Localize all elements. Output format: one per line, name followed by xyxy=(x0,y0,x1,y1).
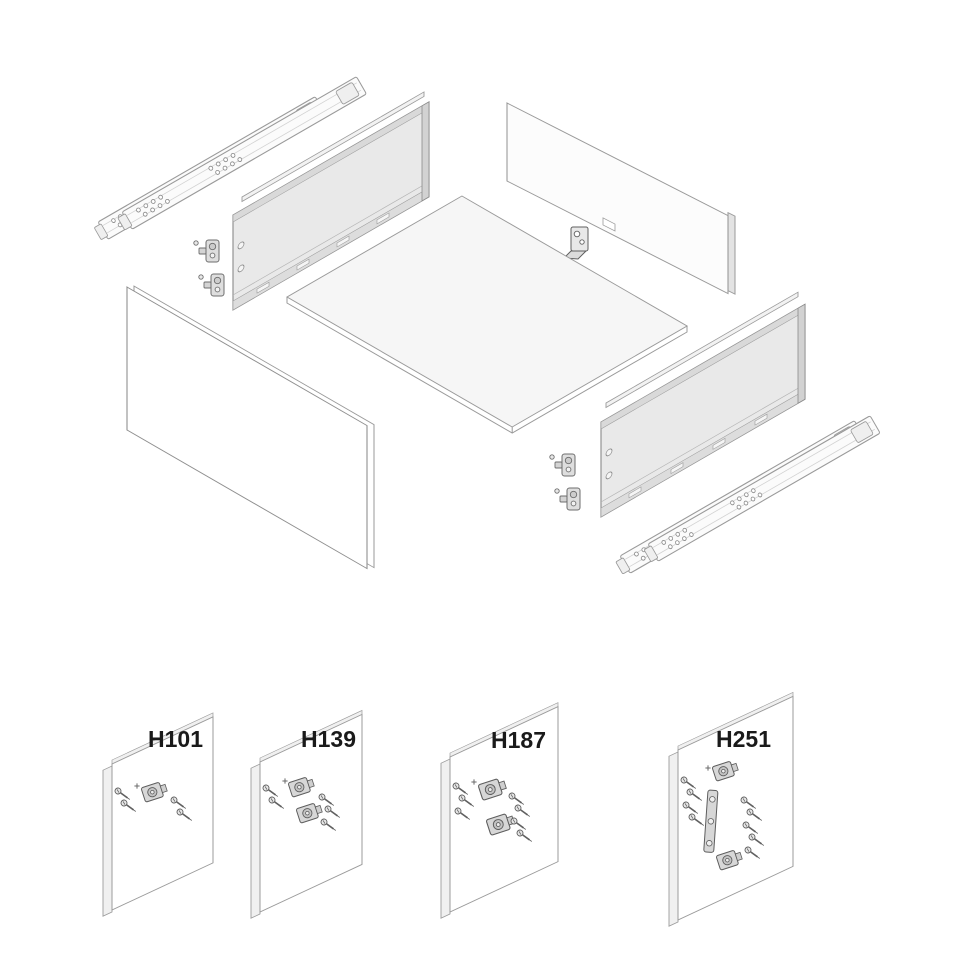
back-panel xyxy=(506,102,736,295)
front-fixing-brackets-right xyxy=(549,453,581,511)
front-clip xyxy=(554,487,581,511)
variant-board xyxy=(102,712,214,917)
front-clip xyxy=(193,239,220,263)
back-fixing-bracket xyxy=(562,226,589,260)
drawer-bottom-panel xyxy=(286,195,689,434)
back-panel-notch xyxy=(602,217,616,232)
variant-h187 xyxy=(440,702,559,919)
variant-h101 xyxy=(102,712,214,917)
front-clip xyxy=(549,453,576,477)
back-panel-edge xyxy=(727,211,736,295)
front-panel xyxy=(126,285,375,570)
variant-label-h101: H101 xyxy=(148,726,203,752)
variant-board xyxy=(668,691,794,927)
variant-label-h139: H139 xyxy=(301,726,356,752)
front-panel-face xyxy=(126,286,368,570)
right-drawer-side-panel xyxy=(600,303,806,518)
bottom-panel-face xyxy=(286,195,689,428)
front-fixing-brackets-left xyxy=(193,239,225,297)
front-clip xyxy=(198,273,225,297)
bottom-panel-thickness xyxy=(286,297,688,434)
right-gallery-rail xyxy=(605,291,799,409)
left-gallery-rail xyxy=(241,91,425,203)
left-drawer-side-panel xyxy=(232,100,430,311)
variant-board xyxy=(440,702,559,919)
variant-h251 xyxy=(668,691,794,927)
variant-label-h251: H251 xyxy=(716,726,771,752)
variant-label-h187: H187 xyxy=(491,727,546,753)
variant-h139 xyxy=(250,709,363,919)
back-panel-face xyxy=(506,102,729,295)
